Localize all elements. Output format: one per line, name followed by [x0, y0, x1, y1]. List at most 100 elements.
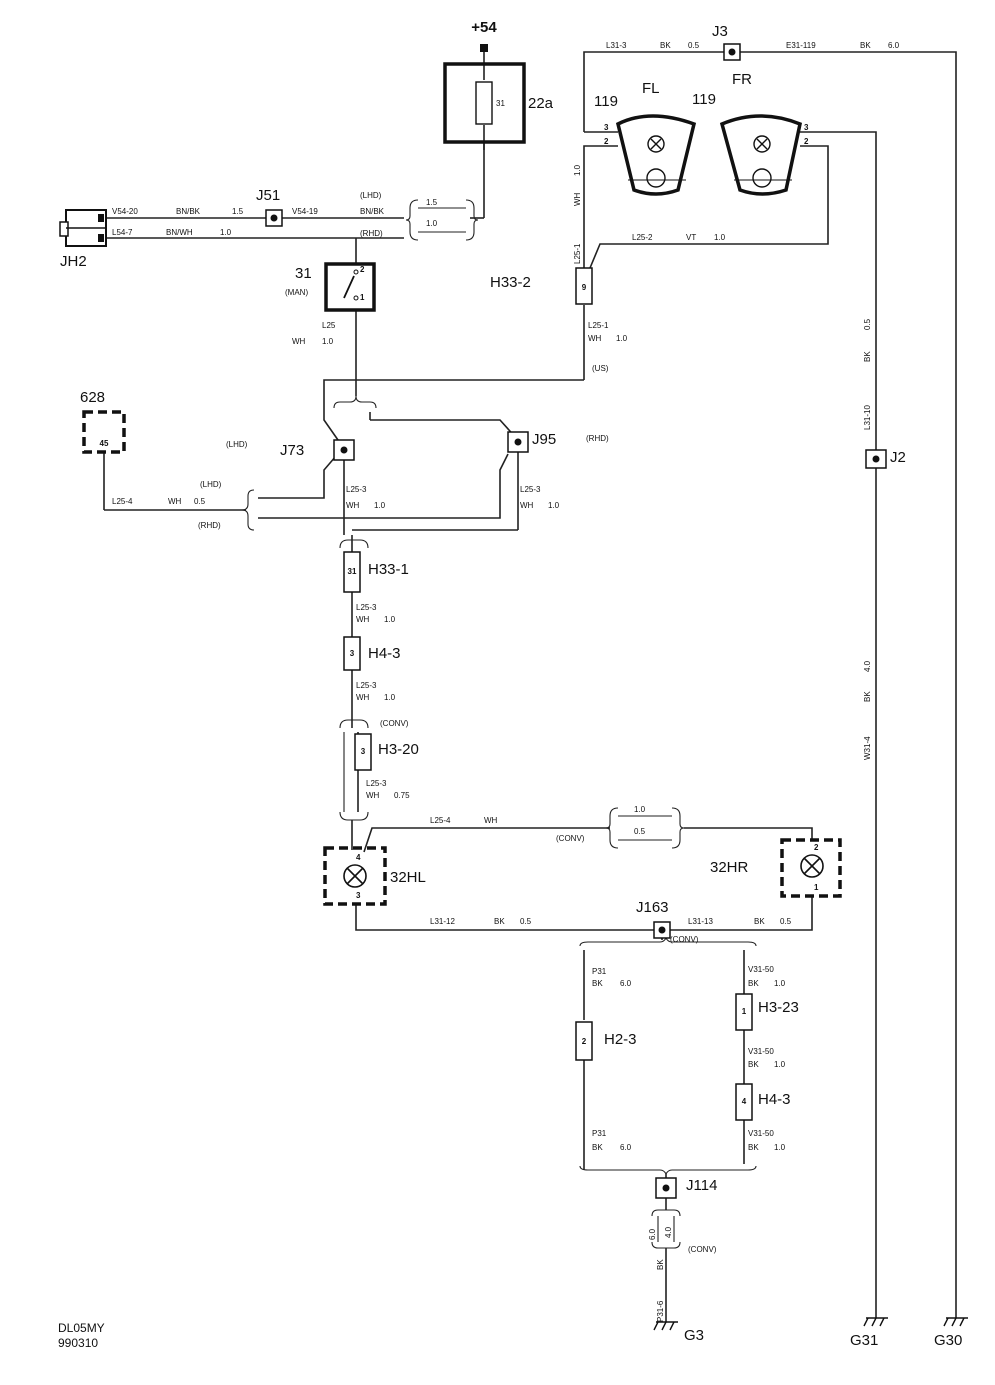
- variant-label: (RHD): [586, 434, 609, 443]
- wire-size: 1.0: [548, 501, 560, 510]
- wire-color: WH: [484, 816, 498, 825]
- wire-size: 1.0: [774, 979, 786, 988]
- variant-label: (CONV): [670, 935, 699, 944]
- wire-color: WH: [588, 334, 602, 343]
- wire-labels: V54-20 BN/BK 1.5 L54-7 BN/WH 1.0 V54-19 …: [112, 41, 900, 1322]
- h4-3-lower-label: H4-3: [758, 1091, 791, 1108]
- wire-label: V31-50: [748, 1129, 774, 1138]
- 628-pin: 45: [100, 439, 109, 448]
- wire-label: L31-12: [430, 917, 455, 926]
- wire-label: L25-1: [573, 243, 582, 264]
- wire-size: 0.5: [863, 318, 872, 330]
- wire-color: BN/BK: [360, 207, 385, 216]
- ground-g30: G30: [934, 1317, 968, 1349]
- wire-color: BK: [860, 41, 871, 50]
- connector-h4-3-lower: 4 H4-3: [735, 1083, 791, 1121]
- h33-1-pin: 31: [348, 567, 357, 576]
- g30-label: G30: [934, 1332, 962, 1349]
- wire-label: V54-20: [112, 207, 138, 216]
- 32hl-label: 32HL: [390, 869, 426, 886]
- wire-label: V54-19: [292, 207, 318, 216]
- variant-label: (LHD): [360, 191, 382, 200]
- 32hr-label: 32HR: [710, 859, 749, 876]
- wire-color: BK: [660, 41, 671, 50]
- splice-j73: J73: [280, 439, 355, 461]
- headlamp-fl: 3 2 119 FL: [594, 80, 697, 196]
- connector-h4-3: 3 H4-3: [343, 636, 401, 671]
- wire-color: BK: [494, 917, 505, 926]
- footer-code: DL05MY: [58, 1321, 105, 1335]
- wire-label: V31-50: [748, 1047, 774, 1056]
- wire-label: E31-119: [786, 41, 816, 50]
- h3-23-pin: 1: [742, 1007, 747, 1016]
- h3-20-pin: 3: [361, 747, 366, 756]
- variant-label: (CONV): [688, 1245, 717, 1254]
- wire-size: 4.0: [863, 660, 872, 672]
- h33-2-label: H33-2: [490, 274, 531, 291]
- wire-label: P31: [592, 967, 607, 976]
- variant-label: (CONV): [380, 719, 409, 728]
- wire-size: 0.5: [520, 917, 532, 926]
- wire-size: 1.0: [774, 1143, 786, 1152]
- wire-size: 1.0: [774, 1060, 786, 1069]
- j163-label: J163: [636, 899, 669, 916]
- variant-label: (CONV): [556, 834, 585, 843]
- wire-size: 6.0: [648, 1228, 657, 1240]
- wire-color: VT: [686, 233, 696, 242]
- supply-label: +54: [471, 19, 497, 36]
- wire-size: 0.5: [780, 917, 792, 926]
- wire-label: L25-3: [366, 779, 387, 788]
- wire-color: WH: [292, 337, 306, 346]
- wire-color: WH: [346, 501, 360, 510]
- footer-date: 990310: [58, 1336, 98, 1350]
- wire-color: BK: [592, 979, 603, 988]
- footer: DL05MY 990310: [58, 1321, 105, 1350]
- j114-label: J114: [686, 1177, 717, 1194]
- splice-j2: J2: [865, 449, 906, 469]
- wire-size: 1.0: [634, 805, 646, 814]
- fr-number: 119: [692, 91, 716, 108]
- variant-label: (LHD): [226, 440, 248, 449]
- 32hl-pin-a: 4: [356, 853, 361, 862]
- variant-label: (LHD): [200, 480, 222, 489]
- lamp-32hr: 2 1 32HR: [710, 838, 842, 898]
- j73-label: J73: [280, 442, 304, 459]
- wire-color: WH: [520, 501, 534, 510]
- wire-color: BK: [592, 1143, 603, 1152]
- wire-size: 6.0: [620, 979, 632, 988]
- wire-size: 1.5: [426, 198, 438, 207]
- wire-label: L25-3: [356, 603, 377, 612]
- wire-size: 1.0: [573, 164, 582, 176]
- wire-label: P31: [592, 1129, 607, 1138]
- wire-color: WH: [573, 192, 582, 206]
- switch-label: 31: [295, 265, 312, 282]
- wire-color: BK: [748, 1143, 759, 1152]
- fl-number: 119: [594, 93, 618, 110]
- fr-pin-a: 3: [804, 123, 809, 132]
- wire-label: L31-10: [863, 405, 872, 430]
- headlamp-fr: 3 2 119 FR: [692, 71, 809, 196]
- fuse-22a: 31 22a: [443, 62, 554, 144]
- wire-color: BN/BK: [176, 207, 201, 216]
- wire-label: L25-3: [520, 485, 541, 494]
- switch-31: 2 1 31 (MAN): [285, 262, 376, 312]
- g3-label: G3: [684, 1327, 704, 1344]
- j95-label: J95: [532, 431, 556, 448]
- wires: [103, 48, 957, 1322]
- wire-label: V31-50: [748, 965, 774, 974]
- h33-2-pin: 9: [582, 283, 587, 292]
- connector-h3-23: 1 H3-23: [735, 993, 799, 1031]
- fr-pin-b: 2: [804, 137, 809, 146]
- wire-size: 1.0: [616, 334, 628, 343]
- wire-size: 4.0: [664, 1226, 673, 1238]
- wire-size: 1.0: [714, 233, 726, 242]
- wire-color: BK: [754, 917, 765, 926]
- wire-size: 1.0: [374, 501, 386, 510]
- connector-h3-20: 3 H3-20: [354, 733, 419, 771]
- wire-label: L25-4: [430, 816, 451, 825]
- wire-size: 1.5: [232, 207, 244, 216]
- h4-3-lower-pin: 4: [742, 1097, 747, 1106]
- switch-pin-bottom: 1: [360, 293, 365, 302]
- fuse-ref: 22a: [528, 95, 554, 112]
- 628-label: 628: [80, 389, 105, 406]
